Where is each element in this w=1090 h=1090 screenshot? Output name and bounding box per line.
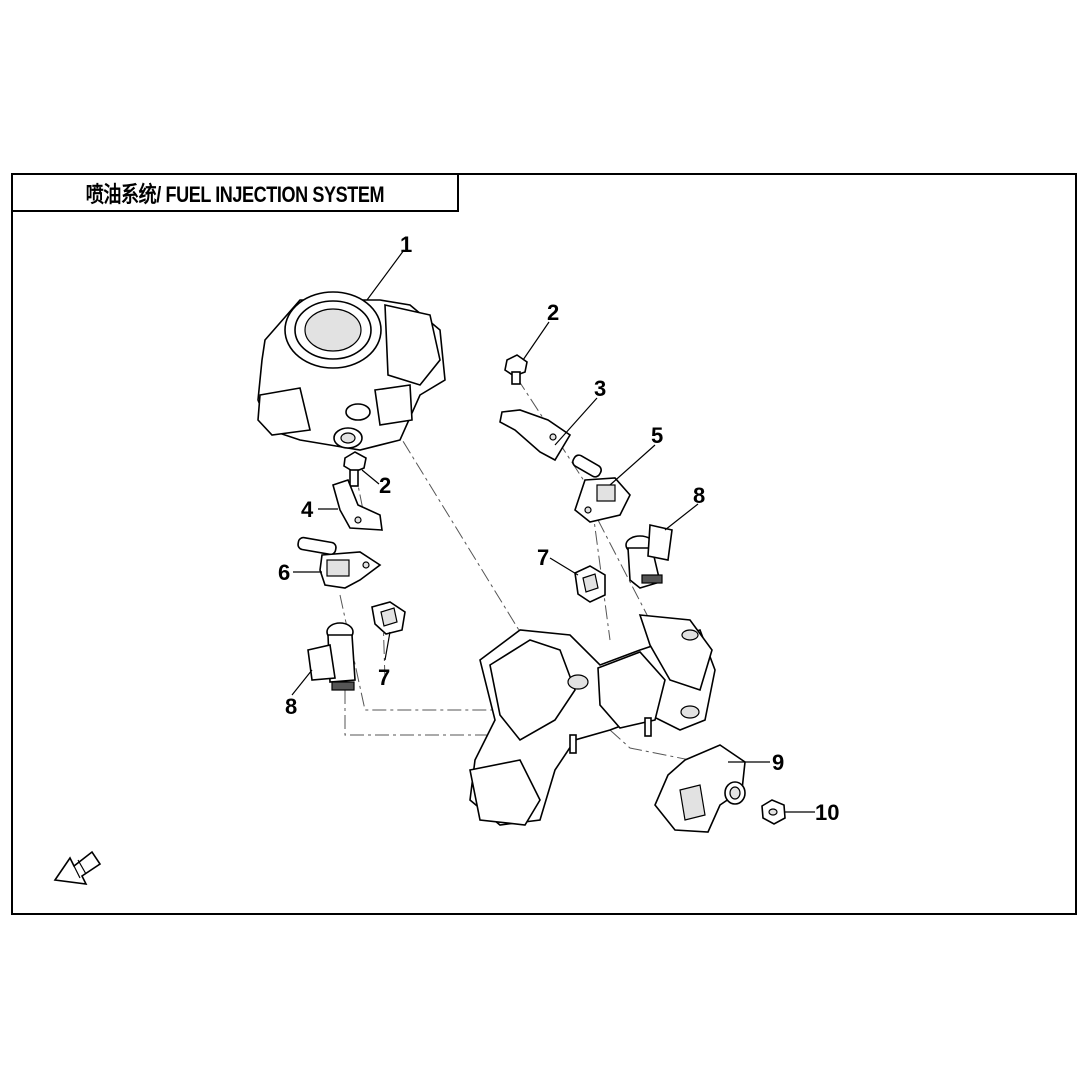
front-arrow-icon [53,850,102,885]
fuel-injector-icon [625,524,673,589]
callout-5: 5 [651,423,663,448]
title-box: 喷油系统/ FUEL INJECTION SYSTEM [11,173,459,212]
leader-8b [291,669,313,696]
intake-manifold [469,614,716,826]
bolt-icon [343,451,367,487]
leader-3 [554,397,598,446]
callout-7b: 7 [378,665,390,690]
fuel-injector-icon [307,622,356,691]
throttle-body [257,291,446,451]
callout-2a: 2 [547,300,559,325]
leader-2a [522,321,550,361]
fuel-rail-connector-icon [572,454,631,523]
callout-8b: 8 [285,694,297,719]
clip-icon [574,565,606,603]
sensor-icon [654,744,746,833]
clip-icon [371,601,406,635]
leader-1 [366,249,405,301]
bracket-icon [499,409,572,462]
page-title: 喷油系统/ FUEL INJECTION SYSTEM [85,181,385,207]
callout-2b: 2 [379,473,391,498]
callout-6: 6 [278,560,290,585]
callout-8a: 8 [693,483,705,508]
callout-1: 1 [400,232,412,257]
leader-2b [361,469,380,485]
leader-8a [664,503,699,531]
leader-5 [609,444,656,486]
callout-10: 10 [815,800,839,825]
callout-3: 3 [594,376,606,401]
callout-4: 4 [301,497,314,522]
callout-9: 9 [772,750,784,775]
fuel-rail-connector-icon [297,536,382,589]
leader-7b [384,631,391,661]
callout-7a: 7 [537,545,549,570]
nut-icon [761,799,786,825]
leader-7a [549,557,579,576]
bracket-icon [332,479,383,531]
bolt-icon [504,354,528,385]
diagram-frame [11,173,1077,915]
